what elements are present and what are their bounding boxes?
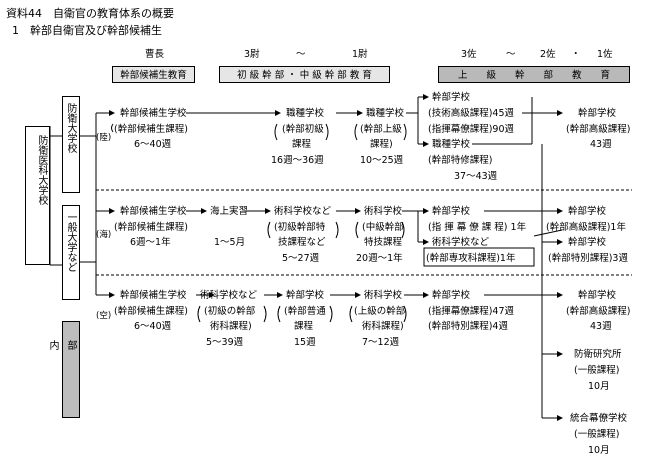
air-cand-school: 幹部候補生学校 — [120, 290, 187, 301]
ground-branch2-school: 職種学校 — [366, 108, 405, 119]
air-tech2-course: (上級の幹部 — [354, 306, 406, 317]
air-adv-duration: 43週 — [590, 321, 612, 332]
ground-branch2-course: (幹部上級 — [360, 124, 402, 135]
jsc-duration: 10月 — [588, 445, 610, 456]
maritime-tech2-school: 術科学校 — [364, 206, 403, 217]
rank-socho: 曹長 — [145, 49, 165, 60]
air-tech-course-end: 術科課程) — [210, 321, 252, 332]
maritime-spec-school: 幹部学校 — [568, 237, 607, 248]
rank-1i: 1尉 — [352, 49, 368, 60]
ground-branch2-course-end: 課程) — [370, 139, 393, 150]
ground-gsc-course-2: (指揮幕僚課程)90週 — [428, 124, 515, 135]
ground-branch1-course: (幹部初級 — [282, 124, 324, 135]
maritime-tech1-school: 術科学校など — [274, 206, 332, 217]
nids-course: (一般課程) — [574, 365, 620, 376]
air-basic-course-end: 課程 — [294, 321, 314, 332]
air-tech2-course-end: 術科課程) — [362, 321, 404, 332]
box-nda-label: 防衛大学校 — [65, 103, 76, 153]
maritime-adv-school: 幹部学校 — [568, 206, 607, 217]
rank-2sa: 2佐 — [540, 49, 556, 60]
air-tech2-school: 術科学校 — [364, 290, 403, 301]
header-box-candidate: 幹部候補生教育 — [112, 66, 195, 83]
ground-cand-school: 幹部候補生学校 — [120, 108, 187, 119]
maritime-tech1-course-end: 技課程など — [278, 237, 326, 248]
ground-adv-school: 幹部学校 — [578, 108, 617, 119]
air-staff-course-1: (指揮幕僚課程)47週 — [428, 306, 515, 317]
box-internal-label: 部内 — [47, 339, 76, 406]
maritime-tech2-course: (中級幹部 — [362, 222, 404, 233]
ground-cand-duration: 6～40週 — [134, 139, 172, 150]
ground-branch1-school: 職種学校 — [286, 108, 325, 119]
maritime-tech1-course: (初級幹部特 — [274, 222, 326, 233]
maritime-cand-duration: 6週～1年 — [130, 237, 171, 248]
page-title: 資料44 自衛官の教育体系の概要 — [6, 7, 174, 20]
page-subtitle: 1 幹部自衛官及び幹部候補生 — [12, 24, 162, 37]
maritime-sea-duration: 1～5月 — [214, 237, 246, 248]
maritime-tech2-duration: 20週～1年 — [356, 253, 403, 264]
air-basic-duration: 15週 — [294, 337, 316, 348]
air-cand-course: (幹部候補生課程) — [114, 306, 188, 317]
ground-gsc-course-1: (技術高級課程)45週 — [428, 108, 515, 119]
ground-branch3-school: 職種学校 — [432, 139, 471, 150]
maritime-cand-course: (幹部候補生課程) — [114, 222, 188, 233]
ground-branch2-duration: 10～25週 — [360, 155, 404, 166]
maritime-tech3-school: 術科学校など — [432, 237, 490, 248]
maritime-sea-training: 海上実習 — [210, 206, 249, 217]
box-medical-academy: 防衛医科大学校 — [25, 126, 50, 265]
air-basic-school: 幹部学校 — [286, 290, 325, 301]
jsc-course: (一般課程) — [574, 429, 620, 440]
maritime-cand-school: 幹部候補生学校 — [120, 206, 187, 217]
rank-3i: 3尉 — [244, 49, 260, 60]
nids-school: 防衛研究所 — [574, 349, 622, 360]
ground-adv-duration: 43週 — [590, 139, 612, 150]
maritime-tech3-course: (幹部専攻科課程)1年 — [426, 253, 516, 264]
maritime-spec-course: (幹部特別課程)3週 — [548, 253, 628, 264]
rank-1sa: 1佐 — [597, 49, 613, 60]
air-tech2-duration: 7～12週 — [362, 337, 400, 348]
air-staff-school: 幹部学校 — [432, 290, 471, 301]
branch-maritime: (海) — [96, 230, 112, 240]
air-tech-duration: 5～39週 — [206, 337, 244, 348]
maritime-staff-course: (指 揮 幕 僚 課 程) 1年 — [428, 222, 527, 233]
air-adv-school: 幹部学校 — [578, 290, 617, 301]
air-staff-course-2: (幹部特別課程)4週 — [428, 321, 508, 332]
rank-tilde-2: ～ — [506, 49, 516, 60]
ground-branch1-course-end: 課程 — [292, 139, 312, 150]
air-tech-school: 術科学校など — [200, 290, 258, 301]
ground-gsc-school: 幹部学校 — [432, 92, 471, 103]
ground-adv-course: (幹部高級課程) — [566, 124, 631, 135]
branch-ground: (陸) — [96, 133, 112, 143]
box-nda: 防衛大学校 — [62, 96, 80, 193]
maritime-staff-school: 幹部学校 — [432, 206, 471, 217]
jsc-school: 統合幕僚学校 — [570, 413, 628, 424]
maritime-tech2-course-end: 特技課程 — [364, 237, 403, 248]
air-basic-course: (幹部普通 — [284, 306, 326, 317]
box-general-university: 一般大学など — [62, 205, 80, 300]
air-adv-course: (幹部高級課程) — [566, 306, 631, 317]
box-general-label: 一般大学など — [65, 212, 76, 272]
header-box-senior: 上 級 幹 部 教 育 — [438, 66, 630, 83]
rank-tilde-1: ～ — [296, 49, 306, 60]
maritime-tech1-duration: 5～27週 — [282, 253, 320, 264]
ground-branch1-duration: 16週～36週 — [271, 155, 324, 166]
branch-air: (空) — [96, 311, 112, 321]
air-cand-duration: 6～40週 — [134, 321, 172, 332]
header-box-junior: 初 級 幹 部 ・ 中 級 幹 部 教 育 — [219, 66, 390, 83]
nids-duration: 10月 — [588, 381, 610, 392]
ground-branch3-duration: 37～43週 — [454, 171, 498, 182]
ground-branch3-course: (幹部特修課程) — [428, 155, 493, 166]
rank-3sa: 3佐 — [461, 49, 477, 60]
maritime-adv-course: (幹部高級課程)1年 — [546, 222, 626, 233]
box-internal: 部内 — [47, 321, 80, 418]
rank-dot: ・ — [571, 49, 581, 60]
box-medical-academy-label: 防衛医科大学校 — [36, 135, 47, 205]
ground-cand-course: (幹部候補生課程) — [114, 124, 188, 135]
air-tech-course: (初級の幹部 — [204, 306, 256, 317]
